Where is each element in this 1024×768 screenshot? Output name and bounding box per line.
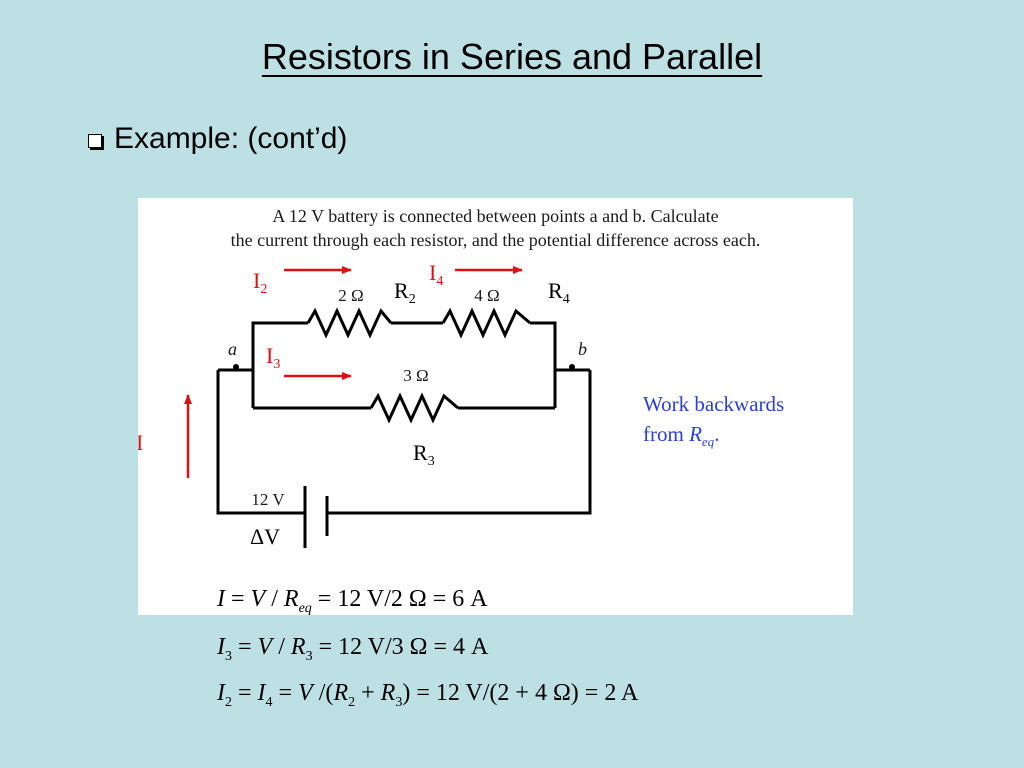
point-b-label: b — [578, 339, 587, 359]
circuit-diagram: 2 Ω 4 Ω 3 Ω 12 V a b R2 R4 R3 I2 I4 I3 I… — [138, 260, 784, 549]
i4-label: I4 — [429, 260, 443, 289]
note-line-1: Work backwards — [643, 392, 784, 416]
slide-title-text: Resistors in Series and Parallel — [261, 36, 763, 77]
r3-value-label: 3 Ω — [403, 366, 428, 385]
equation-2: I3 = V / R3 = 12 V/3 Ω = 4 A — [217, 634, 489, 664]
i2-label: I2 — [253, 268, 267, 297]
resistor-r2 — [306, 307, 393, 339]
r2-label: R2 — [394, 278, 416, 307]
r2-value-label: 2 Ω — [338, 286, 363, 305]
problem-statement: A 12 V battery is connected between poin… — [138, 204, 853, 252]
resistor-r4 — [441, 307, 531, 339]
terminal-a-dot — [233, 364, 239, 370]
point-a-label: a — [228, 339, 237, 359]
problem-line-2: the current through each resistor, and t… — [230, 230, 761, 250]
checkbox-bullet-icon — [88, 134, 102, 148]
resistor-r3 — [369, 392, 459, 424]
equation-1: I = V / Req = 12 V/2 Ω = 6 A — [217, 586, 488, 616]
circuit-wires — [216, 321, 592, 515]
r4-label: R4 — [548, 278, 570, 307]
note-line-2: from Req. — [643, 422, 719, 449]
r3-label: R3 — [413, 440, 435, 469]
terminal-b-dot — [569, 364, 575, 370]
bullet-item: Example: (cont’d) — [88, 122, 347, 156]
r4-value-label: 4 Ω — [474, 286, 499, 305]
current-arrows — [184, 266, 523, 478]
equation-3: I2 = I4 = V /(R2 + R3) = 12 V/(2 + 4 Ω) … — [217, 680, 639, 710]
problem-line-1: A 12 V battery is connected between poin… — [272, 206, 719, 226]
bullet-text: Example: (cont’d) — [114, 122, 348, 155]
delta-v-label: ΔV — [250, 524, 280, 549]
battery-value-label: 12 V — [251, 490, 285, 509]
slide-title: Resistors in Series and Parallel — [0, 36, 1024, 78]
circuit-figure: A 12 V battery is connected between poin… — [138, 198, 853, 615]
i3-label: I3 — [266, 343, 280, 372]
i-label: I — [138, 430, 143, 455]
